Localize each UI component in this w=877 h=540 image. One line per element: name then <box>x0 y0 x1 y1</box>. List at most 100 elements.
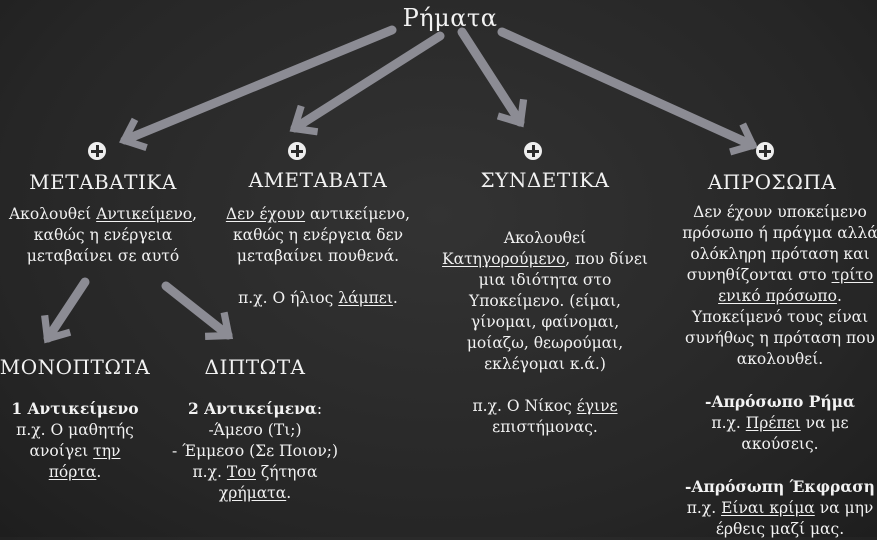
text-line: πρόσωπο ή πράγμα αλλά <box>660 223 877 244</box>
underlined-text: χρήματα <box>218 484 287 502</box>
text-segment: Υποκείμενο. (είμαι, <box>469 292 621 310</box>
text-segment: να μην <box>814 499 874 517</box>
text-segment: π.χ. <box>711 414 746 432</box>
text-line: καθώς η ενέργεια <box>0 225 213 246</box>
bold-text: 1 Αντικείμενο <box>11 399 139 418</box>
text-line: μοίαζω, θεωρούμαι, <box>430 333 660 354</box>
bold-text: -Απρόσωπο Ρήμα <box>705 392 855 411</box>
text-line <box>430 375 660 396</box>
text-segment: . <box>836 287 842 305</box>
text-segment: π.χ. <box>686 499 722 517</box>
text-line: εκλέγομαι κ.ά.) <box>430 354 660 375</box>
text-segment: ανοίγει <box>29 442 94 460</box>
text-segment: π.χ. Ο Νίκος <box>472 397 577 415</box>
text-segment: καθώς η ενέργεια δεν <box>232 226 404 244</box>
text-segment: - Έμμεσο (Σε Ποιον;) <box>171 442 339 460</box>
text-line: Κατηγορούμενο, που δίνει <box>430 249 660 270</box>
text-segment: εκλέγομαι κ.ά.) <box>484 355 606 373</box>
arrow-to-syndetika <box>457 27 528 128</box>
text-segment: συνηθίζονται στο <box>686 266 832 284</box>
underlined-text: Αντικείμενο <box>96 205 193 223</box>
text-line: επιστήμονας. <box>430 417 660 438</box>
text-segment: ακούσεις. <box>741 435 819 453</box>
text-line <box>660 370 877 391</box>
arrow-to-ametavata <box>289 31 445 136</box>
text-segment: ολόκληρη πρόταση και <box>690 245 870 263</box>
text-line: συνήθως η πρόταση που <box>660 328 877 349</box>
text-line: Υποκείμενο. (είμαι, <box>430 291 660 312</box>
text-line: ανοίγει την <box>0 441 175 462</box>
diagram-title: Ρήματα <box>402 4 498 32</box>
underlined-text: Πρέπει <box>745 414 801 432</box>
underlined-text: Είναι κρίμα <box>721 499 815 517</box>
text-segment: π.χ. Ο μαθητής <box>16 421 134 439</box>
text-line: π.χ. Ο μαθητής <box>0 420 175 441</box>
text-line: Ακολουθεί <box>430 228 660 249</box>
text-segment: Υποκείμενό τους είναι <box>691 308 869 326</box>
text-segment: π.χ. Ο ήλιος <box>238 289 339 307</box>
arrow-to-monoptota <box>41 277 90 344</box>
text-segment: : <box>316 400 323 418</box>
text-segment: Δεν έχουν υποκείμενο <box>693 203 867 221</box>
text-segment: . <box>286 484 292 502</box>
underlined-text: Κατηγορούμενο <box>442 250 566 268</box>
text-segment: . <box>392 289 398 307</box>
text-line: συνηθίζονται στο τρίτο <box>660 265 877 286</box>
heading-aprosopa: ΑΠΡΟΣΩΠΑ <box>707 170 837 194</box>
text-line: Υποκείμενό τους είναι <box>660 307 877 328</box>
arrow-to-metavatika <box>119 25 397 152</box>
bold-text: -Απρόσωπη Έκφραση <box>685 477 875 496</box>
text-segment: μοίαζω, θεωρούμαι, <box>466 334 624 352</box>
text-line: ακολουθεί. <box>660 349 877 370</box>
text-line: Δεν έχουν αντικείμενο, <box>208 204 428 225</box>
text-line: -Απρόσωπη Έκφραση <box>660 476 877 498</box>
text-segment: μια ιδιότητα στο <box>478 271 612 289</box>
text-segment: μεταβαίνει σε αυτό <box>26 247 180 265</box>
text-line: έρθεις μαζί μας. <box>660 519 877 540</box>
underlined-text: Του <box>226 463 256 481</box>
text-line: μεταβαίνει σε αυτό <box>0 246 213 267</box>
text-line: π.χ. Πρέπει να με <box>660 413 877 434</box>
text-segment: -Άμεσο (Τι;) <box>208 421 302 439</box>
text-line: - Έμμεσο (Σε Ποιον;) <box>145 441 365 462</box>
text-line: καθώς η ενέργεια δεν <box>208 225 428 246</box>
text-line: ενικό πρόσωπο. <box>660 286 877 307</box>
heading-syndetika: ΣΥΝΔΕΤΙΚΑ <box>480 168 610 192</box>
text-line: π.χ. Του ζήτησα <box>145 462 365 483</box>
text-line: π.χ. Ο ήλιος λάμπει. <box>208 288 428 309</box>
text-segment: πρόσωπο ή πράγμα αλλά <box>682 224 877 242</box>
heading-ametavata: ΑΜΕΤΑΒΑΤΑ <box>248 168 388 192</box>
underlined-text: Δεν έχουν <box>225 205 306 223</box>
text-segment: . <box>96 463 102 481</box>
text-segment: ζήτησα <box>255 463 318 481</box>
bold-text: 2 Αντικείμενα <box>187 399 317 418</box>
text-line: μια ιδιότητα στο <box>430 270 660 291</box>
heading-monoptota: ΜΟΝΟΠΤΩΤΑ <box>0 355 151 379</box>
text-segment: να με <box>800 414 849 432</box>
text-line: πόρτα. <box>0 462 175 483</box>
text-line: π.χ. Είναι κρίμα να μην <box>660 498 877 519</box>
text-line: μεταβαίνει πουθενά. <box>208 246 428 267</box>
text-line: Δεν έχουν υποκείμενο <box>660 202 877 223</box>
text-segment: , <box>192 205 198 223</box>
text-line <box>660 455 877 476</box>
arrow-to-diptota <box>161 281 234 340</box>
body-ametavata: Δεν έχουν αντικείμενο,καθώς η ενέργεια δ… <box>208 204 428 309</box>
text-segment: , που δίνει <box>565 250 648 268</box>
text-segment: καθώς η ενέργεια <box>33 226 173 244</box>
plus-icon <box>524 142 542 160</box>
body-aprosopa: Δεν έχουν υποκείμενο πρόσωπο ή πράγμα αλλ… <box>660 202 877 540</box>
plus-icon <box>288 142 306 160</box>
text-line: χρήματα. <box>145 483 365 504</box>
text-segment: Ακολουθεί <box>8 205 97 223</box>
text-line <box>208 267 428 288</box>
body-diptota: 2 Αντικείμενα:-Άμεσο (Τι;)- Έμμεσο (Σε Π… <box>145 398 365 504</box>
text-segment: γίνομαι, φαίνομαι, <box>470 313 620 331</box>
text-line: 2 Αντικείμενα: <box>145 398 365 420</box>
text-line: -Απρόσωπο Ρήμα <box>660 391 877 413</box>
text-segment: συνήθως η πρόταση που <box>685 329 875 347</box>
underlined-text: λάμπει <box>338 289 393 307</box>
